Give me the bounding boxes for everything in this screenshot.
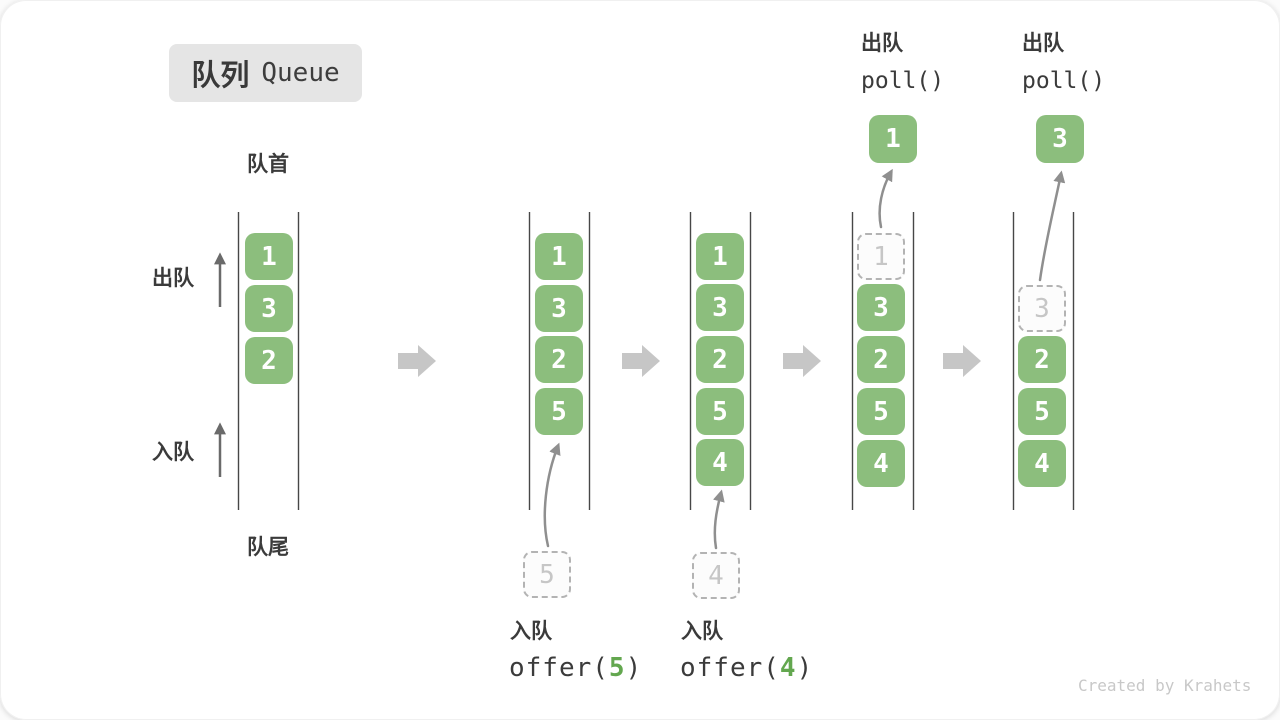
title-badge: 队列 Queue [169, 44, 362, 102]
queue-item: 5 [535, 388, 583, 435]
op-enqueue-code: offer(5) [509, 653, 643, 683]
queue-item: 1 [245, 233, 293, 280]
queue-item: 2 [857, 336, 905, 383]
op-enqueue-label: 入队 [681, 620, 723, 643]
label-queue-front: 队首 [247, 153, 289, 176]
queue-item: 2 [245, 337, 293, 384]
op-enqueue-label: 入队 [510, 620, 552, 643]
queue-item: 5 [857, 388, 905, 435]
queue-item: 4 [696, 439, 744, 486]
queue-item: 4 [857, 440, 905, 487]
code-close: ) [796, 653, 814, 683]
op-dequeue-label: 出队 [1022, 32, 1064, 55]
queue-item: 3 [696, 284, 744, 331]
queue-item: 2 [696, 336, 744, 383]
queue-item: 3 [535, 285, 583, 332]
step-arrow-icon [398, 345, 436, 377]
popped-item: 3 [1036, 115, 1084, 163]
title-en: Queue [261, 58, 340, 88]
step-arrow-icon [622, 345, 660, 377]
label-queue-rear: 队尾 [247, 536, 289, 559]
queue-item: 1 [535, 233, 583, 280]
code-arg: 4 [779, 653, 797, 683]
removed-item-dashed: 3 [1018, 285, 1066, 332]
op-dequeue-code: poll() [1022, 68, 1106, 94]
queue-item: 2 [1018, 336, 1066, 383]
queue-item: 1 [696, 233, 744, 280]
popped-item: 1 [869, 115, 917, 163]
step-arrow-icon [783, 345, 821, 377]
removed-item-dashed: 1 [857, 233, 905, 280]
title-zh: 队列 [191, 60, 250, 92]
queue-item: 3 [857, 284, 905, 331]
code-fn: offer( [509, 653, 609, 683]
op-enqueue-code: offer(4) [680, 653, 814, 683]
incoming-item-dashed: 4 [692, 552, 740, 599]
step-arrow-icon [943, 345, 981, 377]
label-dequeue-side: 出队 [152, 267, 194, 290]
enqueue-arrow-icon [543, 442, 561, 548]
dequeue-arrow-icon [878, 168, 893, 229]
label-enqueue-side: 入队 [152, 441, 194, 464]
enqueue-arrow-icon [713, 489, 725, 550]
op-dequeue-label: 出队 [861, 32, 903, 55]
queue-item: 5 [696, 388, 744, 435]
incoming-item-dashed: 5 [523, 551, 571, 598]
code-close: ) [625, 653, 643, 683]
code-fn: offer( [680, 653, 780, 683]
code-arg: 5 [608, 653, 626, 683]
credit-text: Created by Krahets [1078, 676, 1252, 695]
queue-item: 5 [1018, 388, 1066, 435]
op-dequeue-code: poll() [861, 68, 945, 94]
queue-item: 4 [1018, 440, 1066, 487]
dequeue-arrow-icon [1038, 170, 1066, 282]
queue-item: 3 [245, 285, 293, 332]
queue-item: 2 [535, 336, 583, 383]
